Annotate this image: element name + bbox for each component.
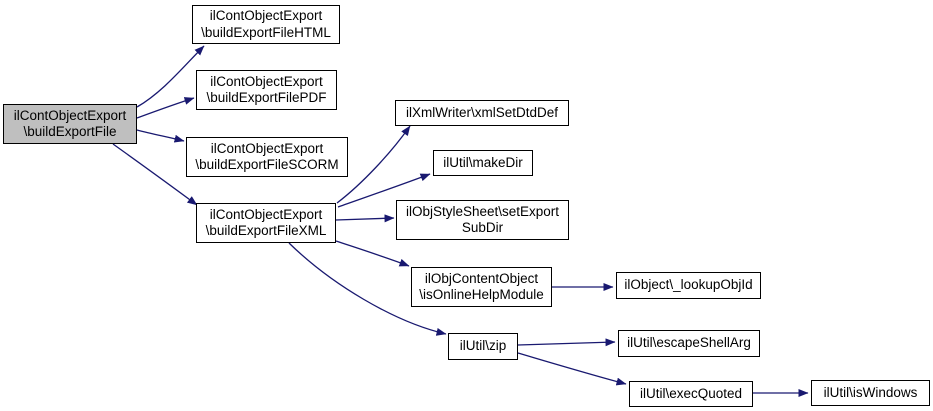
edge-buildExportFileXML-to-makeDir [337, 173, 431, 208]
node-label-line: ilObjContentObject [424, 270, 539, 286]
node-label-line: \buildExportFilePDF [206, 90, 327, 105]
node-label-line: \isOnlineHelpModule [419, 287, 544, 302]
node-label-line: \buildExportFileHTML [201, 24, 331, 40]
edge-zip-to-escapeShellArg [517, 338, 616, 347]
edge-buildExportFile-to-buildExportFilePDF [136, 97, 195, 119]
node-label-line: ilContObjectExport [209, 8, 323, 23]
node-makeDir[interactable]: ilUtil\makeDir [433, 150, 533, 176]
edge-buildExportFileXML-to-xmlSetDtdDef [336, 125, 411, 204]
edge-buildExportFile-to-buildExportFileXML [112, 143, 198, 206]
edge-buildExportFileXML-to-setExportSubDir [335, 214, 395, 223]
node-label-line: \buildExportFileSCORM [195, 157, 339, 172]
node-buildExportFilePDF[interactable]: ilContObjectExport\buildExportFilePDF [196, 70, 337, 110]
node-label-line: ilObjStyleSheet\setExport [405, 203, 560, 219]
node-label-line: ilUtil\execQuoted [639, 385, 743, 401]
node-label-line: \buildExportFileXML [205, 223, 327, 238]
edge-buildExportFile-to-buildExportFileSCORM [136, 129, 185, 143]
node-label-line: ilUtil\escapeShellArg [627, 335, 751, 351]
node-label-line: ilUtil\isWindows [823, 384, 918, 400]
edge-buildExportFile-to-buildExportFileHTML [136, 45, 205, 108]
node-buildExportFileHTML[interactable]: ilContObjectExport\buildExportFileHTML [192, 5, 340, 44]
node-label-line: ilXmlWriter\xmlSetDtdDef [405, 104, 559, 120]
edge-buildExportFileXML-to-isOnlineHelpModule [335, 240, 410, 267]
node-xmlSetDtdDef[interactable]: ilXmlWriter\xmlSetDtdDef [395, 100, 569, 126]
node-buildExportFileSCORM[interactable]: ilContObjectExport\buildExportFileSCORM [186, 137, 348, 177]
node-label-line: ilContObjectExport [209, 206, 323, 222]
node-lookupObjId[interactable]: ilObject\_lookupObjId [616, 272, 761, 299]
node-buildExportFile: ilContObjectExport\buildExportFile [3, 104, 137, 144]
node-label-line: SubDir [461, 220, 504, 235]
node-label-line: ilUtil\zip [459, 338, 507, 354]
edge-buildExportFileXML-to-zip [288, 242, 447, 336]
node-label-line: ilContObjectExport [210, 140, 324, 156]
edge-zip-to-execQuoted [517, 352, 627, 386]
node-escapeShellArg[interactable]: ilUtil\escapeShellArg [618, 330, 760, 357]
node-label-line: ilContObjectExport [13, 107, 127, 123]
node-isOnlineHelpModule[interactable]: ilObjContentObject\isOnlineHelpModule [411, 267, 552, 307]
node-isWindows[interactable]: ilUtil\isWindows [811, 380, 930, 406]
node-label-line: ilContObjectExport [210, 73, 323, 89]
node-label-line: \buildExportFile [23, 124, 117, 139]
node-label-line: ilObject\_lookupObjId [624, 277, 753, 293]
node-execQuoted[interactable]: ilUtil\execQuoted [629, 381, 753, 407]
node-zip[interactable]: ilUtil\zip [448, 333, 518, 360]
node-buildExportFileXML[interactable]: ilContObjectExport\buildExportFileXML [196, 203, 336, 243]
node-label-line: ilUtil\makeDir [443, 154, 523, 170]
